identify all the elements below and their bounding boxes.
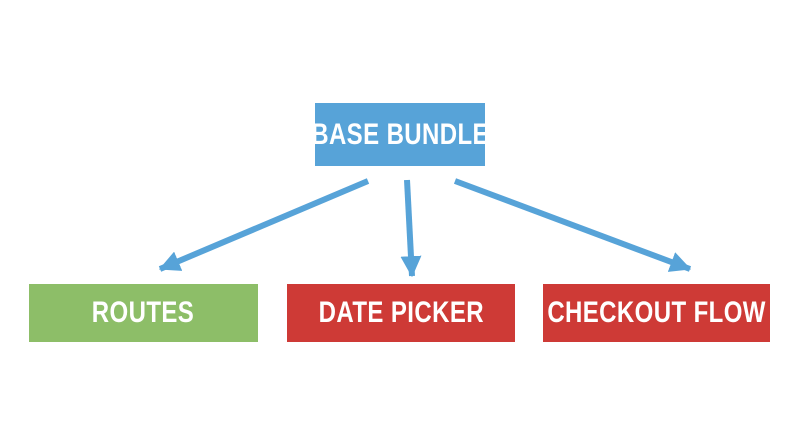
node-checkout-flow: CHECKOUT FLOW: [543, 284, 770, 342]
node-date-picker-label: DATE PICKER: [318, 296, 484, 329]
node-base-bundle: BASE BUNDLE: [311, 103, 488, 166]
node-routes-label: ROUTES: [92, 296, 195, 329]
arrow-base-to-date-picker: [400, 179, 422, 278]
node-date-picker: DATE PICKER: [287, 284, 515, 342]
arrow-base-to-checkout-flow: [453, 178, 692, 272]
node-checkout-flow-label: CHECKOUT FLOW: [547, 296, 766, 329]
node-base-bundle-label: BASE BUNDLE: [311, 117, 489, 151]
node-routes: ROUTES: [29, 284, 258, 342]
arrow-base-to-routes: [158, 178, 370, 272]
